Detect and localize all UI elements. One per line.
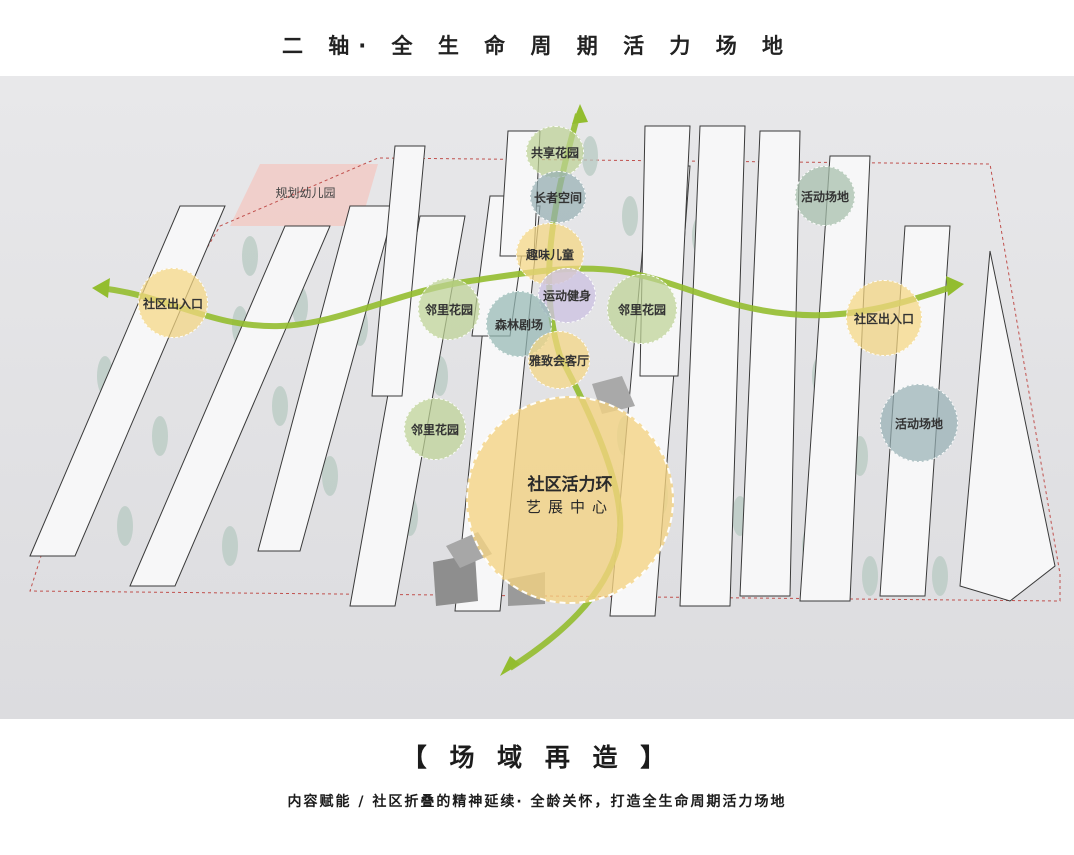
zone-entrance-west: 社区出入口 [138,268,208,338]
zone-neighbor-garden-1: 邻里花园 [418,278,480,340]
section-heading: 【 场 域 再 造 】 [401,743,673,772]
tree [272,386,288,426]
arrow-east [946,276,964,296]
hub-title: 社区活力环 [527,475,613,495]
zone-elderly-space: 长者空间 [530,171,586,223]
zone-activity-area-1: 活动场地 [795,166,855,226]
zone-neighbor-garden-2: 邻里花园 [607,274,677,344]
zone-activity-area-2: 活动场地 [880,384,958,462]
site-plan: 规划幼儿园 共享花园 长者空间 趣味儿童 运动健身 森林剧场 雅致会客厅 社区出… [0,76,1074,719]
zone-entrance-east: 社区出入口 [846,280,922,356]
tree [862,556,878,596]
activity-ring-hub [466,396,674,604]
diagram-title: 二 轴· 全 生 命 周 期 活 力 场 地 [281,34,793,58]
kindergarten-block [230,164,378,226]
building-slab [959,250,1056,602]
zone-neighbor-garden-3: 邻里花园 [404,398,466,460]
zone-elegant-lounge: 雅致会客厅 [528,331,590,389]
caption-text: 内容赋能 / 社区折叠的精神延续· 全龄关怀，打造全生命周期活力场地 [287,794,787,810]
tree [152,416,168,456]
building-slab [799,155,871,602]
building-slab [739,130,801,597]
tree [322,456,338,496]
building-slab [679,125,746,607]
building-slab [371,145,426,397]
zone-sports-fitness: 运动健身 [538,268,596,323]
building-slab [129,225,331,587]
arrow-south [500,656,520,676]
tree [117,506,133,546]
tree [932,556,948,596]
kindergarten-label: 规划幼儿园 [275,185,336,200]
tree [622,196,638,236]
hub-subtitle: 艺展中心 [525,498,614,516]
arrow-north [572,104,588,124]
tree [582,136,598,176]
tree [222,526,238,566]
zone-shared-garden: 共享花园 [526,126,584,178]
zone-forest-theater: 森林剧场 [486,291,552,357]
tree [242,236,258,276]
arrow-west [92,278,110,298]
